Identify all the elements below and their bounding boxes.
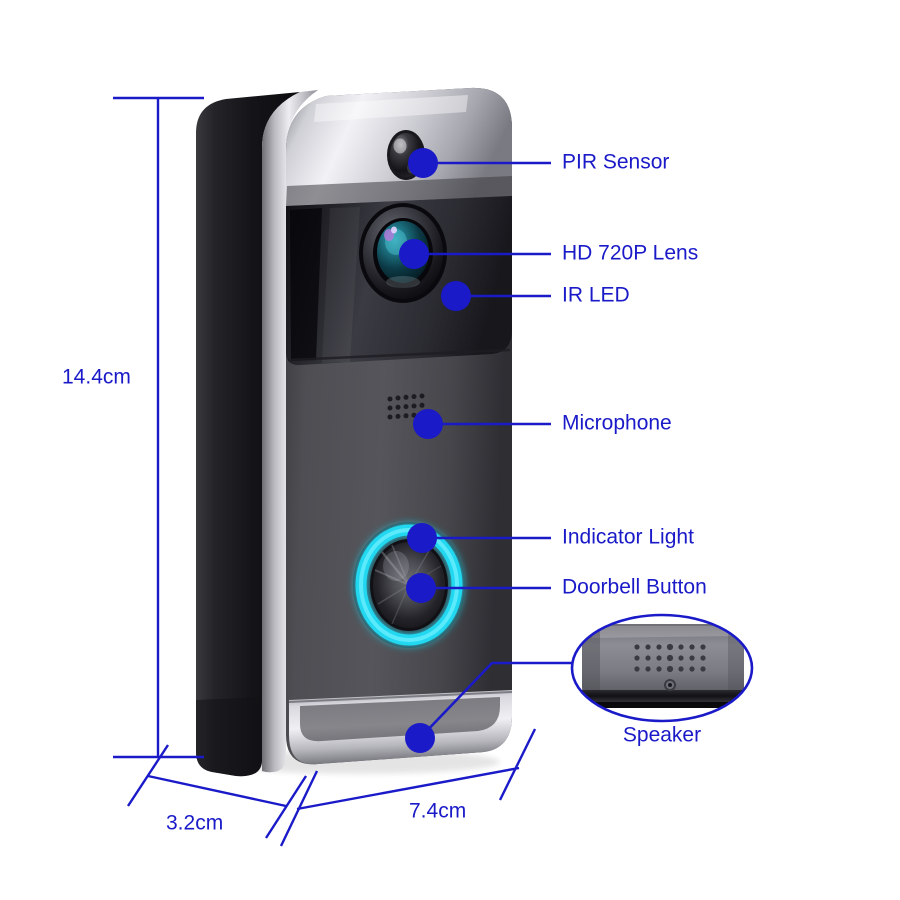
speaker-dot[interactable] (405, 723, 435, 753)
ir-led-label: IR LED (562, 284, 630, 307)
depth-dimension-label: 3.2cm (166, 812, 223, 835)
device-silver-edge-strip (262, 90, 318, 773)
microphone-dot[interactable] (413, 409, 443, 439)
callout-ir-led[interactable]: IR LED (441, 281, 630, 311)
width-dim-line (296, 766, 520, 811)
dimension-lines-group: 14.4cm 3.2cm 7.4cm (62, 96, 537, 847)
doorbell-device-illustration (196, 87, 513, 777)
hd-lens-dot[interactable] (399, 239, 429, 269)
ir-led-dot[interactable] (441, 281, 471, 311)
side-bottom-wrap (196, 697, 262, 777)
callout-doorbell-button[interactable]: Doorbell Button (406, 573, 707, 603)
depth-dim-line (147, 774, 287, 808)
pir-sensor-label: PIR Sensor (562, 151, 669, 174)
reset-button-icon (664, 679, 676, 691)
doorbell-button-dot[interactable] (406, 573, 436, 603)
width-dim-tick-left (279, 770, 319, 847)
callouts-group: PIR Sensor HD 720P Lens IR LED Microphon… (399, 148, 707, 603)
speaker-leader (419, 661, 578, 739)
speaker-inset-artwork (572, 615, 752, 721)
device-side-panel (196, 92, 300, 777)
callout-microphone[interactable]: Microphone (413, 409, 672, 439)
speaker-inset-group[interactable]: Speaker (405, 613, 754, 753)
indicator-light-label: Indicator Light (562, 526, 694, 549)
callout-hd-lens[interactable]: HD 720P Lens (399, 239, 698, 269)
callout-pir-sensor[interactable]: PIR Sensor (408, 148, 669, 178)
bezel-highlight (314, 95, 468, 122)
camera-panel-sheen (322, 207, 360, 363)
width-dimension-label: 7.4cm (409, 800, 466, 823)
pir-sensor-dot[interactable] (408, 148, 438, 178)
speaker-grille-dots (634, 643, 706, 673)
height-dimension-label: 14.4cm (62, 366, 131, 389)
panel-seam (287, 348, 511, 362)
indicator-light-dot[interactable] (407, 523, 437, 553)
speaker-label: Speaker (623, 724, 701, 747)
microphone-label: Microphone (562, 412, 672, 435)
speaker-inset-outline (570, 613, 754, 723)
width-dim-tick-right (498, 728, 537, 801)
depth-dim-tick-right (264, 775, 308, 839)
callout-indicator-light[interactable]: Indicator Light (407, 523, 694, 553)
camera-panel-gloss (290, 208, 322, 361)
base-seam (288, 691, 513, 703)
depth-dim-tick-left (126, 744, 170, 807)
hd-lens-label: HD 720P Lens (562, 242, 698, 265)
doorbell-button-label: Doorbell Button (562, 576, 707, 599)
device-shadow (220, 750, 500, 774)
